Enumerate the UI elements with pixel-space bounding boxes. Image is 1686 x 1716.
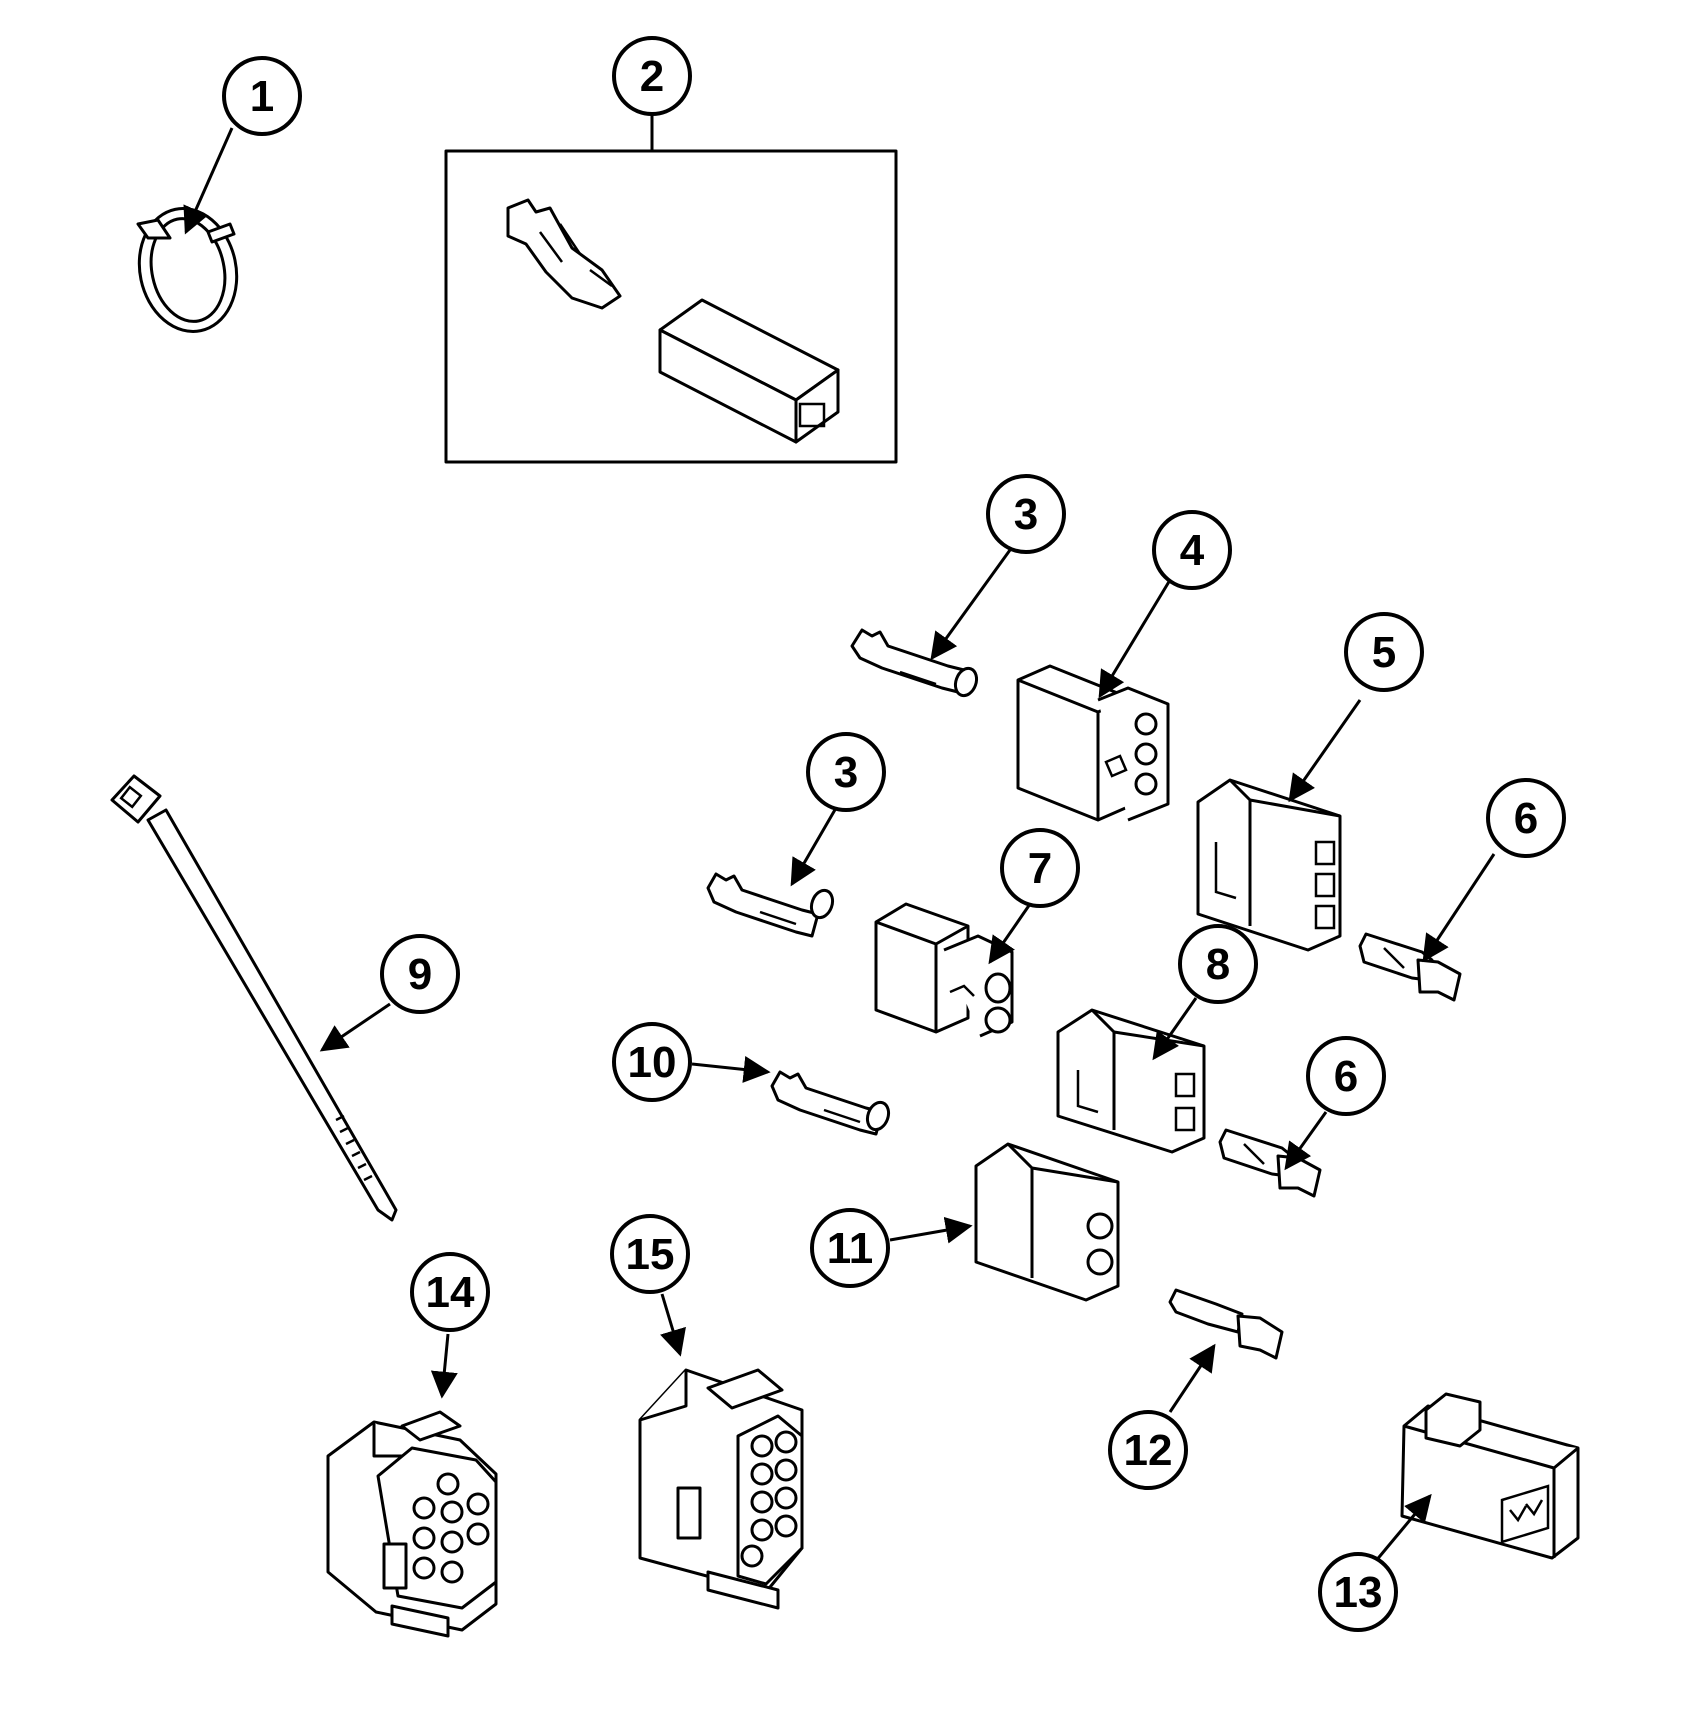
callout-13: 13 [1318, 1552, 1398, 1632]
part-9-cable-tie [110, 774, 398, 1222]
part-7-connector-housing-2pin [874, 902, 1014, 1038]
part-2-terminal-kit [444, 149, 898, 464]
callout-6-upper-label: 6 [1514, 794, 1538, 843]
callout-6-upper: 6 [1486, 778, 1566, 858]
callout-14-label: 14 [426, 1268, 475, 1317]
callout-3-upper: 3 [986, 474, 1066, 554]
callout-15-label: 15 [626, 1230, 675, 1279]
callout-9-label: 9 [408, 950, 432, 999]
part-6-terminal-upper [1358, 932, 1462, 1002]
part-12-pin-terminal [1168, 1288, 1284, 1360]
callout-4: 4 [1152, 510, 1232, 590]
callout-1: 1 [222, 56, 302, 136]
part-10-terminal [770, 1070, 891, 1136]
callout-3-upper-label: 3 [1014, 490, 1038, 539]
callout-13-label: 13 [1334, 1568, 1383, 1617]
part-15-connector-housing-multipin [638, 1368, 804, 1610]
callout-3-lower-label: 3 [834, 748, 858, 797]
callout-12-label: 12 [1124, 1426, 1173, 1475]
callout-6-lower: 6 [1306, 1036, 1386, 1116]
part-5-connector-housing-3pin [1196, 778, 1342, 952]
callout-6-lower-label: 6 [1334, 1052, 1358, 1101]
callout-12: 12 [1108, 1410, 1188, 1490]
callout-14: 14 [410, 1252, 490, 1332]
part-14-connector-housing-multipin [326, 1410, 498, 1638]
callout-11: 11 [810, 1208, 890, 1288]
leader-lines [183, 114, 1496, 1569]
callout-8: 8 [1178, 924, 1258, 1004]
callout-8-label: 8 [1206, 940, 1230, 989]
part-11-connector-housing-2pin [974, 1142, 1120, 1302]
callout-11-label: 11 [827, 1224, 874, 1273]
callout-7-label: 7 [1028, 844, 1052, 893]
callout-5: 5 [1344, 612, 1424, 692]
callout-2-label: 2 [640, 52, 664, 101]
callout-2: 2 [612, 36, 692, 116]
callout-1-label: 1 [250, 72, 274, 121]
part-8-connector-housing-2pin [1056, 1008, 1206, 1154]
part-13-connector-housing [1400, 1392, 1580, 1560]
part-4-connector-housing-3pin [1016, 664, 1170, 822]
part-3-terminal-lower [706, 872, 835, 938]
part-1-hose-clamp [136, 207, 239, 333]
part-3-terminal-upper [850, 628, 979, 698]
callout-15: 15 [610, 1214, 690, 1294]
callout-10: 10 [612, 1022, 692, 1102]
callout-9: 9 [380, 934, 460, 1014]
callout-5-label: 5 [1372, 628, 1396, 677]
callout-3-lower: 3 [806, 732, 886, 812]
callout-10-label: 10 [628, 1038, 677, 1087]
callout-4-label: 4 [1180, 526, 1205, 575]
callout-7: 7 [1000, 828, 1080, 908]
